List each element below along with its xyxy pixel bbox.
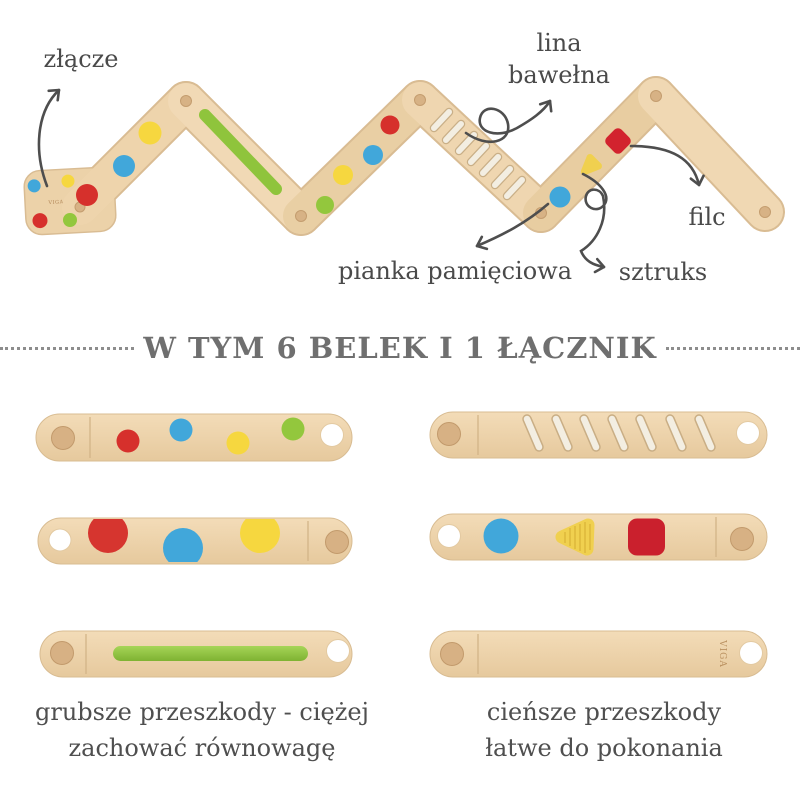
- dome-blue: [163, 528, 204, 562]
- disc-green: [316, 196, 334, 214]
- lina-line2: bawełna: [508, 61, 610, 89]
- wood-peg: [50, 641, 74, 665]
- walkway-texture-shapes: [549, 128, 631, 208]
- wood-peg: [730, 527, 754, 551]
- zigzag-walkway: VIGA: [23, 76, 785, 236]
- callout-label-lina-bawelna: lina bawełna: [495, 27, 623, 91]
- wood-peg: [51, 426, 75, 450]
- disc-yellow: [333, 165, 353, 185]
- callout-label-filc: filc: [688, 203, 726, 231]
- connector-peg-blue: [27, 179, 41, 193]
- caption-right-line1: cieńsze przeszkody: [486, 698, 722, 726]
- walkway-discs: [63, 121, 162, 227]
- caption-left-line1: grubsze przeszkody - ciężej: [35, 698, 369, 726]
- disc-blue: [169, 418, 193, 442]
- callout-label-pianka: pianka pamięciowa: [338, 257, 573, 285]
- section-heading: W TYM 6 BELEK I 1 ŁĄCZNIK: [143, 331, 657, 365]
- hanging-hole: [48, 528, 72, 552]
- wood-peg: [437, 422, 461, 446]
- rope-rungs: [522, 414, 716, 452]
- caption-left-line2: zachować równowagę: [68, 734, 336, 762]
- walkway-beam-1: [62, 83, 204, 225]
- felt-square: [605, 128, 631, 154]
- walkway-beam-6: [638, 78, 783, 230]
- disc-yellow: [226, 431, 250, 455]
- disc-red: [116, 429, 140, 453]
- divider-dotted-line-right: [665, 346, 800, 350]
- divider-dotted-line-left: [0, 346, 135, 350]
- lina-line1: lina: [536, 29, 582, 57]
- disc-green: [281, 417, 305, 441]
- hanging-hole: [736, 421, 760, 445]
- hanging-hole: [739, 641, 763, 665]
- arrow-filc: [629, 144, 705, 187]
- disc-red: [380, 115, 400, 135]
- hanging-hole: [437, 524, 461, 548]
- memory-foam-circle: [483, 518, 519, 554]
- corduroy-triangle: [580, 154, 602, 176]
- beams-grid: VIGA: [35, 411, 768, 678]
- walkway-small-discs: [316, 115, 400, 214]
- arrow-pianka: [475, 202, 550, 251]
- beam-rope-rungs: [429, 411, 768, 459]
- beam-plain: VIGA: [429, 630, 768, 678]
- walkway-green-bar: [199, 109, 282, 195]
- disc-yellow: [138, 121, 162, 145]
- memory-foam-circle: [549, 186, 571, 208]
- dome-red: [88, 519, 128, 553]
- disc-blue: [363, 145, 383, 165]
- connector-peg-yellow: [61, 174, 75, 188]
- caption-right-line2: łatwe do pokonania: [485, 734, 723, 762]
- caption-thick-obstacles: grubsze przeszkody - ciężej zachować rów…: [16, 694, 388, 766]
- wood-peg: [440, 642, 464, 666]
- connector-logo: VIGA: [47, 199, 63, 206]
- connector-peg-red: [32, 213, 48, 229]
- caption-thin-obstacles: cieńsze przeszkody łatwe do pokonania: [424, 694, 784, 766]
- beam-logo: VIGA: [717, 639, 727, 668]
- beam-flat-shapes: [429, 513, 768, 561]
- green-bar: [113, 646, 308, 661]
- arrow-zlacze: [37, 88, 61, 188]
- hanging-hole: [326, 639, 350, 663]
- disc-green-small: [63, 213, 77, 227]
- walkway-beam-3: [283, 82, 438, 234]
- callout-arrows: [37, 88, 705, 274]
- arrow-lina-bawelna: [464, 99, 553, 143]
- disc-blue: [113, 155, 135, 177]
- callout-label-zlacze: złącze: [43, 45, 119, 73]
- beam-discs: [35, 413, 353, 462]
- callout-label-sztruks: sztruks: [618, 258, 708, 286]
- beam-half-domes: [37, 517, 353, 565]
- arrow-sztruks: [579, 172, 608, 274]
- beam-green-bar: [39, 630, 353, 678]
- hanging-hole: [320, 423, 344, 447]
- wood-peg: [325, 530, 349, 554]
- dome-yellow: [240, 519, 280, 553]
- felt-square: [628, 518, 665, 556]
- disc-red: [76, 184, 98, 206]
- section-divider: W TYM 6 BELEK I 1 ŁĄCZNIK: [0, 326, 800, 370]
- walkway-rope-rungs: [429, 107, 527, 201]
- walkway-beam-faces: [62, 78, 783, 234]
- corduroy-triangle: [555, 518, 595, 556]
